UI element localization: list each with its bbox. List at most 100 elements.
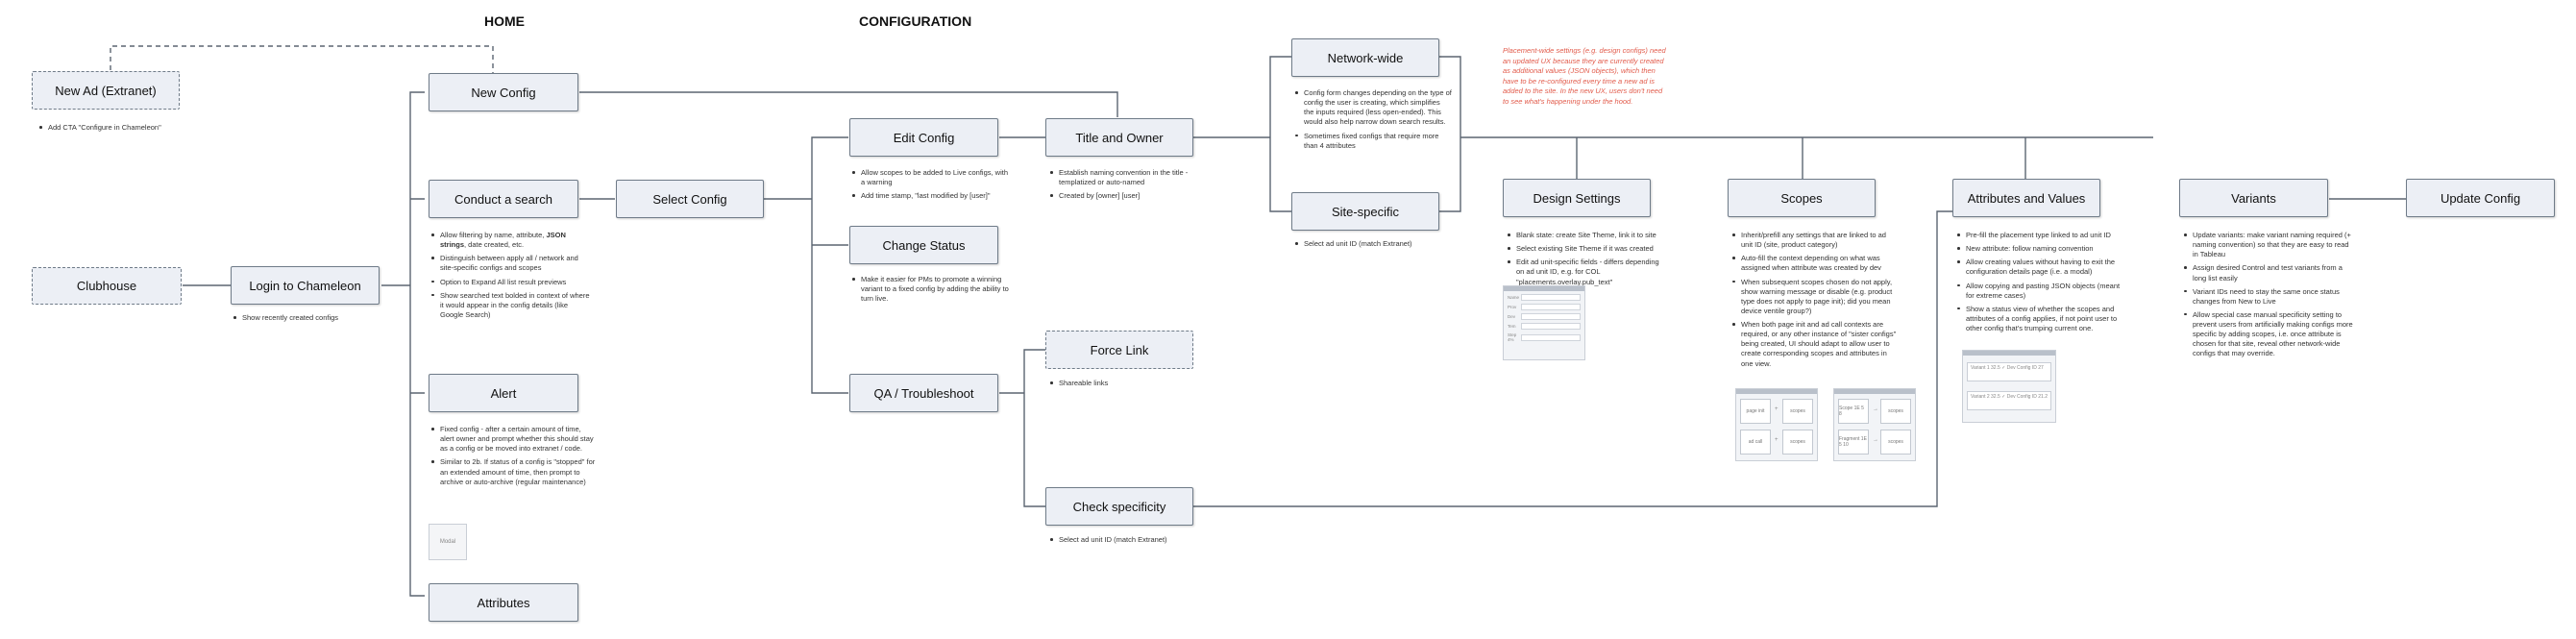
check-specificity-notes: Select ad unit ID (match Extranet) bbox=[1047, 535, 1209, 549]
note-item: Variant IDs need to stay the same once s… bbox=[2184, 287, 2354, 307]
attributes-node[interactable]: Attributes bbox=[429, 583, 578, 622]
mockup-form-row: Step 4% bbox=[1508, 332, 1581, 342]
mockup-cell: Fragment 1E 5 10 bbox=[1838, 430, 1869, 455]
note-item: Allow special case manual specificity se… bbox=[2184, 310, 2354, 359]
force-link-node[interactable]: Force Link bbox=[1045, 331, 1193, 369]
note-item: Make it easier for PMs to promote a winn… bbox=[852, 275, 1017, 304]
change-status-notes: Make it easier for PMs to promote a winn… bbox=[849, 275, 1017, 307]
mockup-operator: → bbox=[1873, 406, 1878, 412]
note-item: Distinguish between apply all / network … bbox=[431, 254, 592, 273]
mockup-field-label: Tem bbox=[1508, 324, 1516, 329]
site-specific-node[interactable]: Site-specific bbox=[1291, 192, 1439, 231]
mockup-operator: + bbox=[1775, 406, 1779, 412]
note-item: Select ad unit ID (match Extranet) bbox=[1295, 239, 1452, 249]
attributes-values-notes: Pre-fill the placement type linked to ad… bbox=[1954, 231, 2123, 337]
search-notes: Allow filtering by name, attribute, JSON… bbox=[429, 231, 592, 324]
mockup-header-bar bbox=[1736, 389, 1817, 394]
design-settings-notes: Blank state: create Site Theme, link it … bbox=[1505, 231, 1668, 291]
design-settings-form-mockup: Name Prov Dev Tem Step 4% bbox=[1503, 285, 1585, 360]
edit-config-notes: Allow scopes to be added to Live configs… bbox=[849, 168, 1013, 205]
mockup-cell: scopes bbox=[1880, 399, 1911, 424]
note-item: Pre-fill the placement type linked to ad… bbox=[1957, 231, 2123, 240]
mockup-variant-row: Variant 1 32.5 ✓ Dev Config ID 27 bbox=[1967, 362, 2051, 381]
check-specificity-node[interactable]: Check specificity bbox=[1045, 487, 1193, 526]
note-item: Created by [owner] [user] bbox=[1050, 191, 1211, 201]
mockup-cell: scopes bbox=[1880, 430, 1911, 455]
modal-thumbnail: Modal bbox=[429, 524, 467, 560]
configuration-header: CONFIGURATION bbox=[859, 13, 972, 29]
update-config-node[interactable]: Update Config bbox=[2406, 179, 2555, 217]
note-text: , date created, etc. bbox=[464, 240, 525, 250]
home-header: HOME bbox=[484, 13, 525, 29]
network-wide-notes: Config form changes depending on the typ… bbox=[1292, 88, 1452, 155]
conduct-a-search-node[interactable]: Conduct a search bbox=[429, 180, 578, 218]
note-item: Similar to 2b. If status of a config is … bbox=[431, 457, 596, 486]
variants-notes: Update variants: make variant naming req… bbox=[2181, 231, 2354, 363]
note-item: Sometimes fixed configs that require mor… bbox=[1295, 132, 1452, 151]
scopes-node[interactable]: Scopes bbox=[1728, 179, 1876, 217]
mockup-operator: → bbox=[1873, 437, 1878, 443]
note-bold-text: JSON strings bbox=[440, 231, 566, 250]
note-item: Add CTA "Configure in Chameleon" bbox=[39, 123, 217, 133]
modal-thumbnail-label: Modal bbox=[439, 539, 456, 545]
note-text: Allow filtering by name, attribute, bbox=[440, 231, 547, 239]
note-item: Select existing Site Theme if it was cre… bbox=[1508, 244, 1668, 254]
title-owner-notes: Establish naming convention in the title… bbox=[1047, 168, 1211, 205]
new-ad-extranet-node[interactable]: New Ad (Extranet) bbox=[32, 71, 180, 110]
mockup-header-bar bbox=[1834, 389, 1915, 394]
note-item: Allow creating values without having to … bbox=[1957, 258, 2123, 277]
mockup-field-label: Prov bbox=[1508, 305, 1517, 309]
new-config-node[interactable]: New Config bbox=[429, 73, 578, 111]
mockup-field-box bbox=[1521, 313, 1581, 320]
login-to-chameleon-node[interactable]: Login to Chameleon bbox=[231, 266, 380, 305]
note-item: Assign desired Control and test variants… bbox=[2184, 263, 2354, 283]
mockup-cell: Scope 1E 5 8 bbox=[1838, 399, 1869, 424]
new-ad-notes: Add CTA "Configure in Chameleon" bbox=[37, 123, 217, 136]
qa-troubleshoot-node[interactable]: QA / Troubleshoot bbox=[849, 374, 998, 412]
mockup-header-bar bbox=[1504, 286, 1584, 291]
mockup-form-row: Prov bbox=[1508, 304, 1581, 310]
note-item: Option to Expand All list result preview… bbox=[431, 278, 592, 287]
scopes-mockup-a: page init + scopes ad call + scopes bbox=[1735, 388, 1818, 461]
mockup-header-bar bbox=[1963, 351, 2055, 356]
login-notes: Show recently created configs bbox=[231, 313, 392, 327]
mockup-field-label: Step 4% bbox=[1508, 332, 1517, 342]
scopes-notes: Inherit/prefill any settings that are li… bbox=[1730, 231, 1899, 373]
variants-node[interactable]: Variants bbox=[2179, 179, 2328, 217]
note-item: Shareable links bbox=[1050, 379, 1199, 388]
mockup-field-box bbox=[1521, 294, 1581, 301]
note-item: Inherit/prefill any settings that are li… bbox=[1732, 231, 1899, 250]
attributes-and-values-node[interactable]: Attributes and Values bbox=[1952, 179, 2100, 217]
note-item: Show a status view of whether the scopes… bbox=[1957, 305, 2123, 333]
note-item: Auto-fill the context depending on what … bbox=[1732, 254, 1899, 273]
note-item: Update variants: make variant naming req… bbox=[2184, 231, 2354, 259]
mockup-form-row: Tem bbox=[1508, 323, 1581, 330]
note-item: Show searched text bolded in context of … bbox=[431, 291, 592, 320]
network-wide-node[interactable]: Network-wide bbox=[1291, 38, 1439, 77]
title-and-owner-node[interactable]: Title and Owner bbox=[1045, 118, 1193, 157]
mockup-field-box bbox=[1521, 323, 1581, 330]
alert-node[interactable]: Alert bbox=[429, 374, 578, 412]
note-item: Allow filtering by name, attribute, JSON… bbox=[431, 231, 592, 250]
note-item: Allow scopes to be added to Live configs… bbox=[852, 168, 1013, 187]
mockup-cell: page init bbox=[1740, 399, 1771, 424]
mockup-form-row: Name bbox=[1508, 294, 1581, 301]
select-config-node[interactable]: Select Config bbox=[616, 180, 764, 218]
mockup-form-row: Dev bbox=[1508, 313, 1581, 320]
alert-notes: Fixed config - after a certain amount of… bbox=[429, 425, 596, 491]
mockup-cell: ad call bbox=[1740, 430, 1771, 455]
mockup-operator: + bbox=[1775, 437, 1779, 443]
note-item: Establish naming convention in the title… bbox=[1050, 168, 1211, 187]
note-item: Fixed config - after a certain amount of… bbox=[431, 425, 596, 454]
note-item: Show recently created configs bbox=[233, 313, 392, 323]
scopes-mockup-b: Scope 1E 5 8 → scopes Fragment 1E 5 10 →… bbox=[1833, 388, 1916, 461]
mockup-field-label: Dev bbox=[1508, 314, 1516, 319]
note-item: Edit ad unit-specific fields - differs d… bbox=[1508, 258, 1668, 286]
edit-config-node[interactable]: Edit Config bbox=[849, 118, 998, 157]
mockup-variant-row: Variant 2 32.5 ✓ Dev Config ID 21.2 bbox=[1967, 391, 2051, 410]
change-status-node[interactable]: Change Status bbox=[849, 226, 998, 264]
clubhouse-node[interactable]: Clubhouse bbox=[32, 267, 182, 305]
design-settings-node[interactable]: Design Settings bbox=[1503, 179, 1651, 217]
site-specific-notes: Select ad unit ID (match Extranet) bbox=[1292, 239, 1452, 253]
